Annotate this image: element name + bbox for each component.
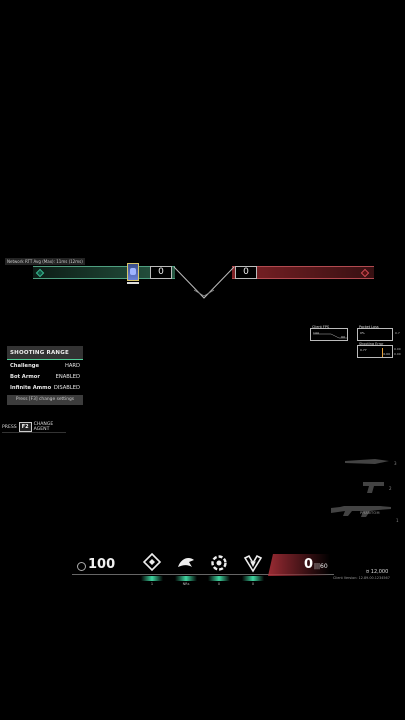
agent-alive-indicator bbox=[127, 282, 139, 284]
network-rtt-readout: Network RTT Avg (Max): 11ms (12ms) bbox=[5, 258, 85, 265]
setting-value: DISABLED bbox=[53, 384, 80, 391]
center-chevron-icon bbox=[173, 266, 235, 299]
f2-key: F2 bbox=[18, 422, 32, 432]
magazine-ammo: 0 bbox=[304, 557, 314, 572]
ability-charge-label: 0 bbox=[251, 582, 255, 586]
ultimate-points-bar bbox=[242, 576, 264, 581]
ability-charge-label: 0 bbox=[217, 582, 221, 586]
ability-charge-bar bbox=[141, 576, 163, 581]
error-marker bbox=[382, 348, 383, 357]
setting-value: HARD bbox=[64, 362, 80, 369]
client-fps-label: Client FPS bbox=[312, 325, 330, 329]
ally-score: 0 bbox=[150, 266, 172, 279]
ammo-panel bbox=[268, 554, 330, 576]
agent-portrait bbox=[127, 263, 139, 281]
side-value: 0.00 bbox=[394, 352, 401, 356]
weapon-slot-number: 3 bbox=[394, 461, 397, 466]
weapon-slot-number: 1 bbox=[396, 518, 399, 523]
weapon-slot-number: 2 bbox=[389, 486, 392, 491]
primary-weapon-name: PHANTOM bbox=[360, 511, 380, 515]
packet-loss-label: Packet Loss bbox=[359, 325, 379, 329]
setting-row-bot-armor: Bot Armor ENABLED bbox=[7, 371, 83, 382]
ability-charge-bar bbox=[208, 576, 230, 581]
change-agent-prompt: PRESS F2 CHANGE AGENT bbox=[2, 422, 66, 433]
health-value: 100 bbox=[88, 557, 116, 572]
guiding-light-icon bbox=[178, 558, 194, 567]
pistol-icon bbox=[363, 482, 384, 493]
sky-drone-icon bbox=[142, 552, 162, 572]
client-version: Client Version: 12.89.00.1234567 bbox=[333, 576, 390, 580]
press-label: PRESS bbox=[2, 424, 17, 430]
side-value: 0.7 bbox=[395, 331, 400, 335]
setting-row-challenge: Challenge HARD bbox=[7, 360, 83, 371]
ally-score-bar bbox=[33, 266, 175, 279]
shooting-error-graph: Shooting Error 0.77 0.00 bbox=[357, 342, 393, 358]
credits-display: ¤ 12,000 bbox=[366, 569, 389, 575]
agent-face-icon bbox=[130, 268, 136, 275]
reserve-ammo: 60 bbox=[320, 563, 328, 570]
shooting-error-value: 0.77 bbox=[360, 348, 367, 352]
enemy-score-bar bbox=[232, 266, 374, 279]
side-value: 0.00 bbox=[394, 347, 401, 351]
setting-value: ENABLED bbox=[55, 373, 80, 380]
shooting-range-panel: SHOOTING RANGE Challenge HARD Bot Armor … bbox=[7, 346, 83, 405]
change-settings-hint: Press [F3] change settings bbox=[7, 395, 83, 405]
shooting-error-label: Shooting Error bbox=[359, 342, 384, 346]
ability-charge-label: 1 bbox=[150, 582, 154, 586]
ability-slot-3: 0 bbox=[208, 552, 230, 586]
client-fps-secondary: 60 bbox=[341, 335, 345, 339]
ammo-separator: ||| bbox=[314, 563, 321, 570]
ability-slot-1: 1 bbox=[141, 552, 163, 586]
packet-loss-value: 0% bbox=[360, 331, 365, 335]
change-agent-label: CHANGE AGENT bbox=[33, 422, 54, 432]
enemy-score: 0 bbox=[235, 266, 257, 279]
shooting-error-secondary: 0.00 bbox=[383, 352, 390, 356]
seekers-icon bbox=[243, 554, 263, 573]
knife-icon bbox=[345, 459, 389, 464]
shooting-range-title: SHOOTING RANGE bbox=[7, 346, 83, 360]
ability-charge-bar bbox=[175, 576, 197, 581]
trailblazer-icon bbox=[211, 555, 227, 571]
rifle-icon bbox=[331, 506, 391, 517]
setting-key: Challenge bbox=[10, 362, 39, 369]
ability-slot-2: NRs bbox=[175, 552, 197, 586]
client-fps-graph: Client FPS 144 60 bbox=[310, 325, 348, 341]
setting-key: Bot Armor bbox=[10, 373, 40, 380]
ability-charge-label: NRs bbox=[182, 582, 190, 586]
client-fps-value: 144 bbox=[313, 331, 319, 335]
hud-baseline bbox=[72, 574, 334, 575]
fps-line-icon bbox=[313, 333, 347, 339]
setting-row-infinite-ammo: Infinite Ammo DISABLED bbox=[7, 382, 83, 393]
shield-icon bbox=[77, 562, 86, 571]
setting-key: Infinite Ammo bbox=[10, 384, 52, 391]
ability-slot-4: 0 bbox=[242, 552, 264, 586]
packet-loss-graph: Packet Loss 0% bbox=[357, 325, 393, 341]
